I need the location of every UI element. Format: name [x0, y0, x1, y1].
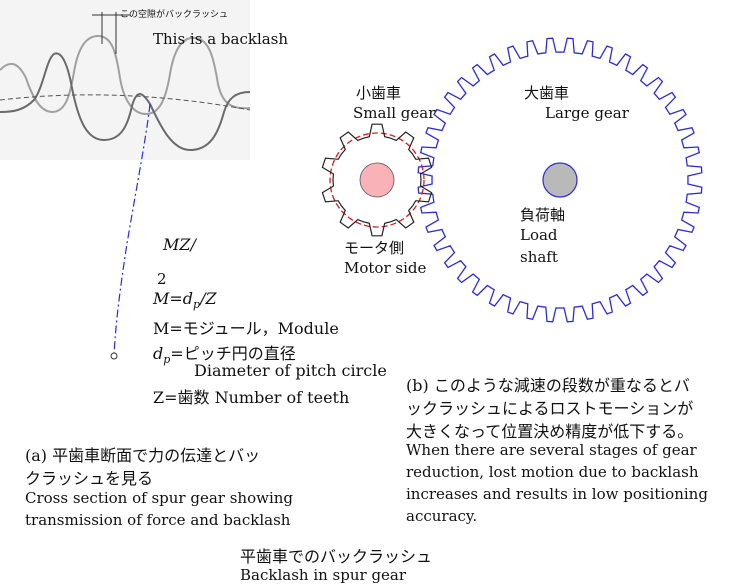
- formula-dp-en: Diameter of pitch circle: [194, 361, 387, 380]
- caption-a-line3: Cross section of spur gear showing: [25, 489, 294, 507]
- large-gear-outline: [417, 37, 703, 323]
- profile-background: [0, 0, 250, 160]
- caption-b-line5: reduction, lost motion due to backlash: [406, 463, 699, 481]
- small-gear-outline: [321, 123, 433, 237]
- formula-m-def: M=dp/Z: [153, 289, 217, 312]
- caption-b-line3: 大きくなって位置決め精度が低下する。: [406, 422, 694, 441]
- formula-module: M=モジュール，Module: [153, 319, 339, 338]
- pitch-circle-arc: [0, 94, 251, 111]
- center-dash-line: [113, 103, 151, 355]
- load-shaft-label-en-2: shaft: [520, 248, 558, 266]
- load-shaft-label-en-1: Load: [520, 226, 558, 244]
- large-gear-hub: [542, 162, 578, 198]
- large-gear-label-jp: 大歯車: [524, 84, 570, 102]
- formula-z: Z=歯数 Number of teeth: [153, 388, 350, 407]
- lower-gear-teeth: [0, 52, 251, 152]
- formula-dp: dp=ピッチ円の直径: [153, 344, 296, 367]
- upper-gear-teeth: [0, 34, 251, 116]
- caption-a-line4: transmission of force and backlash: [25, 511, 291, 529]
- tooth-profile-panel: [0, 0, 251, 360]
- load-shaft-label-jp: 負荷軸: [520, 206, 566, 224]
- gear-center-point: [110, 352, 118, 360]
- caption-b-line2: ックラッシュによるロストモーションが: [406, 399, 694, 418]
- backlash-label-jp: この空隙がバックラッシュ: [120, 10, 229, 20]
- figure-title-jp: 平歯車でのバックラッシュ: [240, 547, 433, 566]
- small-gear-pitch-circle: [329, 132, 425, 228]
- formula-mz: MZ/: [163, 235, 196, 254]
- caption-b-line6: increases and results in low positioning: [406, 485, 708, 503]
- formula-two: 2: [157, 270, 167, 288]
- caption-a-line1: (a) 平歯車断面で力の伝達とバッ: [25, 446, 261, 465]
- large-gear-label-en: Large gear: [545, 104, 629, 122]
- figure-title-en: Backlash in spur gear: [240, 566, 407, 584]
- small-gear-hub: [359, 162, 395, 198]
- caption-a-line2: クラッシュを見る: [25, 469, 154, 488]
- gear-mesh-panel: [321, 37, 703, 323]
- backlash-label-en: This is a backlash: [153, 30, 289, 48]
- caption-b-line1: (b) このような減速の段数が重なるとバ: [406, 376, 690, 395]
- motor-side-label-en: Motor side: [344, 259, 427, 277]
- caption-b-line7: accuracy.: [406, 507, 478, 525]
- motor-side-label-jp: モータ側: [344, 239, 405, 257]
- small-gear-label-en: Small gear: [353, 104, 436, 122]
- small-gear-label-jp: 小歯車: [356, 84, 402, 102]
- caption-b-line4: When there are several stages of gear: [406, 441, 697, 459]
